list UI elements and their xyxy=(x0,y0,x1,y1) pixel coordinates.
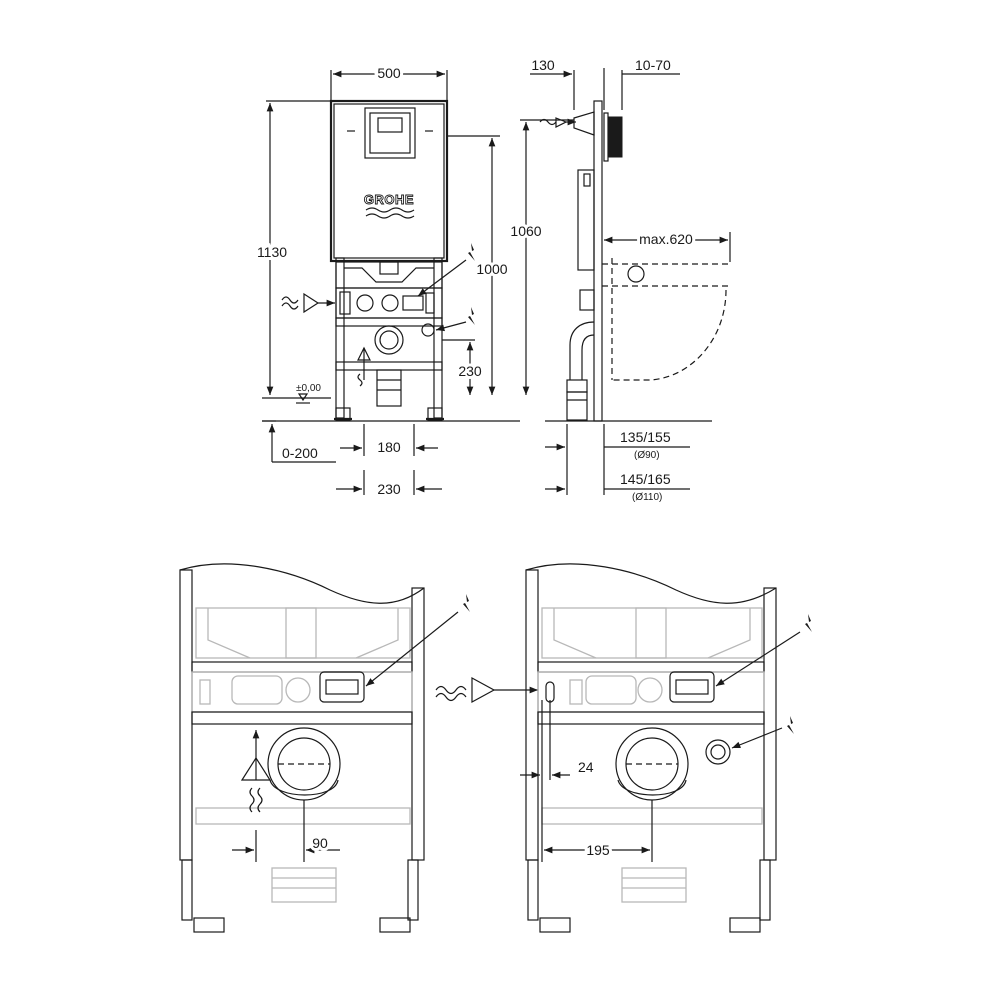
side-view: 130 10-70 1060 max.620 135/155 (Ø90) 145… xyxy=(507,57,731,503)
lightning-icon xyxy=(463,594,470,612)
dim-bolt-spacing: 180 xyxy=(377,439,401,455)
dim-inlet-side-offset: 24 xyxy=(578,759,594,775)
dim-width: 500 xyxy=(377,65,401,81)
dim-wall-adjust: 10-70 xyxy=(635,57,671,73)
lightning-icon xyxy=(468,307,475,325)
ground-level-icon xyxy=(296,393,310,404)
flush-plate xyxy=(364,107,416,159)
dim-outlet-offset-90: 135/155 xyxy=(620,429,671,445)
detail-left: 90 xyxy=(179,563,470,933)
brand-logo: GROHE xyxy=(364,192,414,207)
dim-inlet-center-offset: 195 xyxy=(586,842,610,858)
outlet-diameter-90: (Ø90) xyxy=(634,450,660,461)
lightning-icon xyxy=(468,243,475,261)
water-inlet-bottom-icon xyxy=(357,346,371,387)
dim-outlet-offset-110: 145/165 xyxy=(620,471,671,487)
dim-foot-spacing: 230 xyxy=(377,481,401,497)
cistern-body xyxy=(329,99,449,263)
dim-bowl-projection: max.620 xyxy=(639,231,693,247)
detail-right: 24 195 xyxy=(520,563,812,933)
dim-floor-adjust: 0-200 xyxy=(282,445,318,461)
dim-height-actuator: 1060 xyxy=(510,223,541,239)
lightning-icon xyxy=(787,716,794,734)
water-inlet-icon xyxy=(240,730,272,813)
water-inlet-icon xyxy=(281,292,335,314)
water-inlet-icon xyxy=(435,676,538,704)
dim-height-inlet: 1000 xyxy=(476,261,507,277)
front-view: GROHE xyxy=(254,62,520,497)
dim-height-connection: 230 xyxy=(458,363,482,379)
dim-height-total: 1130 xyxy=(257,244,287,260)
dim-depth-top: 130 xyxy=(531,57,555,73)
dim-inlet-offset: 90 xyxy=(312,835,328,851)
lightning-icon xyxy=(805,614,812,632)
outlet-diameter-110: (Ø110) xyxy=(632,492,662,503)
floor-level-label: ±0,00 xyxy=(296,383,321,394)
